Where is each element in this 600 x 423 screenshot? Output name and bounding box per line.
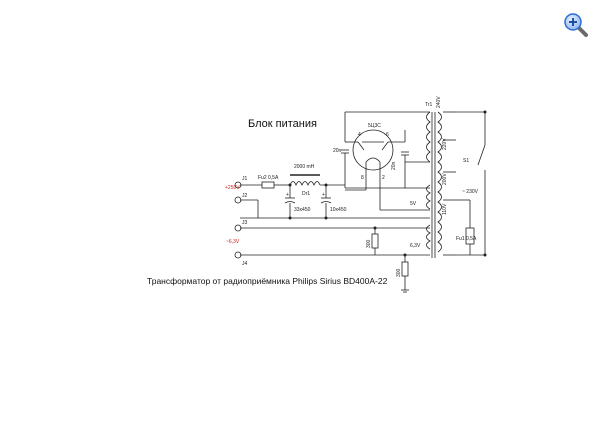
diagram-title: Блок питания xyxy=(248,118,317,130)
junction-dot xyxy=(373,226,377,230)
label-tube: 5Ц3С xyxy=(368,123,381,129)
label-pin2: 2 xyxy=(382,175,385,181)
label-mains: ~ 230V xyxy=(462,189,479,195)
zoom-button[interactable] xyxy=(563,12,589,38)
jack-j3 xyxy=(234,224,242,232)
label-pin8: 8 xyxy=(361,175,364,181)
filament-5v-winding xyxy=(426,184,431,210)
label-cap2: 10x450 xyxy=(330,207,347,213)
resistor-300-b xyxy=(401,261,409,277)
high-voltage-winding xyxy=(426,111,431,163)
label-switch: S1 xyxy=(463,158,469,164)
label-j4: J4 xyxy=(242,261,248,267)
junction-dot xyxy=(483,253,487,257)
jack-j4 xyxy=(234,251,242,259)
junction-dot xyxy=(288,183,292,187)
label-choke-value: 2000 mH xyxy=(294,164,315,170)
junction-dot xyxy=(324,216,328,220)
label-pin6: 6 xyxy=(386,132,389,138)
fuse-fu2 xyxy=(261,181,275,189)
label-fuse1: Fu1 0,5A xyxy=(456,236,477,242)
label-ac-63v: ~6,3V xyxy=(226,239,240,245)
label-cap-20n-a: 20n xyxy=(333,148,342,154)
junction-dot xyxy=(324,183,328,187)
label-63v: 6,3V xyxy=(410,243,421,249)
switch-s1-contact xyxy=(477,144,486,166)
junction-dot xyxy=(403,253,407,257)
label-110v: 110V xyxy=(442,203,448,215)
label-choke-ref: Dr1 xyxy=(302,191,310,197)
junction-dot xyxy=(288,216,292,220)
label-plus-250v: +250V xyxy=(225,185,240,191)
magnifier-plus-icon xyxy=(564,13,588,37)
label-5v: 5V xyxy=(410,201,417,207)
diagram-caption: Трансформатор от радиоприёмника Philips … xyxy=(147,276,388,286)
label-fuse2: Fu2 0,5A xyxy=(258,175,279,181)
jack-j1 xyxy=(234,181,242,189)
tube-envelope xyxy=(352,129,394,171)
label-200v: 200V xyxy=(442,173,448,185)
choke-dr1 xyxy=(289,181,321,187)
label-res-b: 300 xyxy=(396,268,402,277)
label-j3: J3 xyxy=(242,220,248,226)
label-240v: 240V xyxy=(436,96,442,108)
label-j2: J2 xyxy=(242,193,248,199)
label-res-a: 300 xyxy=(366,239,372,248)
label-plus-a: + xyxy=(286,192,289,198)
label-cap-20n-b: 20n xyxy=(391,161,397,170)
jack-j2 xyxy=(234,196,242,204)
heater-63v-winding xyxy=(426,224,431,250)
junction-dot xyxy=(483,110,487,114)
resistor-300-a xyxy=(371,233,379,249)
label-cap1: 33x450 xyxy=(294,207,311,213)
label-j1: J1 xyxy=(242,176,248,182)
label-220v: 220V xyxy=(442,138,448,150)
label-pin4: 4 xyxy=(358,132,361,138)
label-plus-b: + xyxy=(322,192,325,198)
primary-winding xyxy=(437,111,442,253)
label-transformer: Tr1 xyxy=(425,102,433,108)
